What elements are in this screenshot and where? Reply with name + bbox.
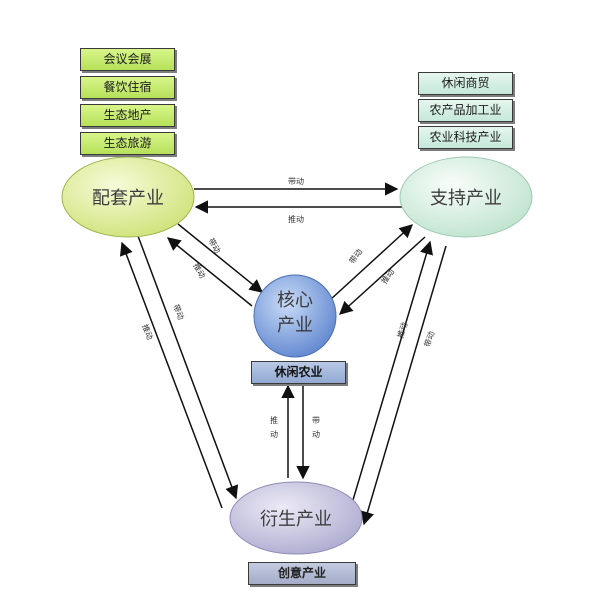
node-yansheng-label: 衍生产业 [260,509,332,530]
label-vert-b-char1: 带 [312,416,320,425]
node-peitao-label: 配套产业 [92,188,164,209]
node-yansheng [229,481,363,555]
yansheng-tag: 创意产业 [248,562,356,585]
label-right-a: 推动 [395,321,409,339]
label-top-lower: 推动 [288,214,304,224]
arrow-zhichi-to-hexin [338,236,426,315]
node-hexin-label-line2: 产业 [277,315,313,336]
node-hexin [253,274,337,358]
label-left-b: 带动 [171,303,186,322]
peitao-tag: 生态旅游 [80,132,175,155]
node-zhichi [399,156,533,238]
label-vert-a-char1: 推 [270,415,278,425]
node-peitao [61,156,195,238]
label-right-b: 带动 [422,330,436,348]
label-top-upper: 带动 [288,176,304,186]
node-zhichi-label: 支持产业 [430,188,502,209]
arrow-yansheng-to-peitao [119,241,223,509]
zhichi-tag: 农产品加工业 [418,99,513,122]
arrow-hexin-to-zhichi [329,224,413,301]
hexin-tag: 休闲农业 [251,361,346,384]
arrow-peitao-to-yansheng [137,235,239,500]
peitao-tag: 餐饮住宿 [80,76,175,99]
zhichi-tag: 休闲商贸 [418,72,513,95]
peitao-tag: 生态地产 [80,104,175,127]
label-lp-b: 推动 [191,261,208,280]
label-vert-a-char2: 动 [270,429,278,439]
label-rp-a: 带动 [347,247,364,266]
arrow-peitao-to-hexin [177,223,264,293]
arrow-zhichi-to-yansheng [360,245,447,526]
label-vert-b-char2: 动 [312,429,320,439]
node-hexin-label-line1: 核心 [277,290,313,311]
peitao-tag: 会议会展 [80,48,175,71]
label-lp-a: 带动 [206,236,223,255]
label-rp-b: 推动 [379,267,396,286]
zhichi-tag: 农业科技产业 [418,126,513,149]
arrow-yansheng-to-zhichi [349,240,433,511]
arrow-hexin-to-peitao [166,237,253,307]
